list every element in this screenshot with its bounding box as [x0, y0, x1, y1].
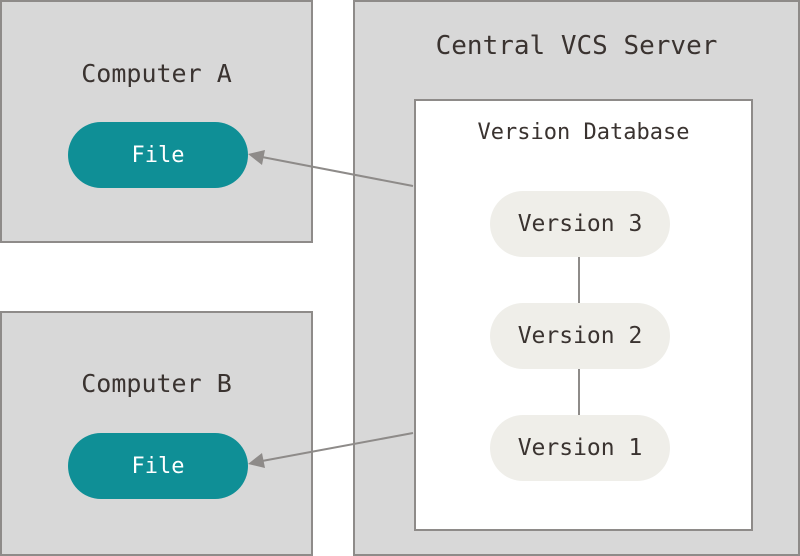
computer-b-file: File: [68, 433, 248, 499]
version-2: Version 2: [490, 303, 670, 369]
version-database-title: Version Database: [477, 120, 690, 145]
version-3: Version 3: [490, 191, 670, 257]
version-connector: [578, 257, 580, 305]
version-1: Version 1: [490, 415, 670, 481]
version-database-box: Version Database Version 3 Version 2 Ver…: [414, 99, 753, 531]
computer-a-file: File: [68, 122, 248, 188]
computer-b-title: Computer B: [81, 369, 232, 398]
version-connector: [578, 369, 580, 417]
computer-a-title: Computer A: [81, 59, 232, 88]
computer-a-box: Computer A File: [0, 0, 313, 243]
central-vcs-server-box: Central VCS Server Version Database Vers…: [353, 0, 800, 556]
computer-b-box: Computer B File: [0, 311, 313, 556]
central-vcs-server-title: Central VCS Server: [435, 31, 718, 61]
